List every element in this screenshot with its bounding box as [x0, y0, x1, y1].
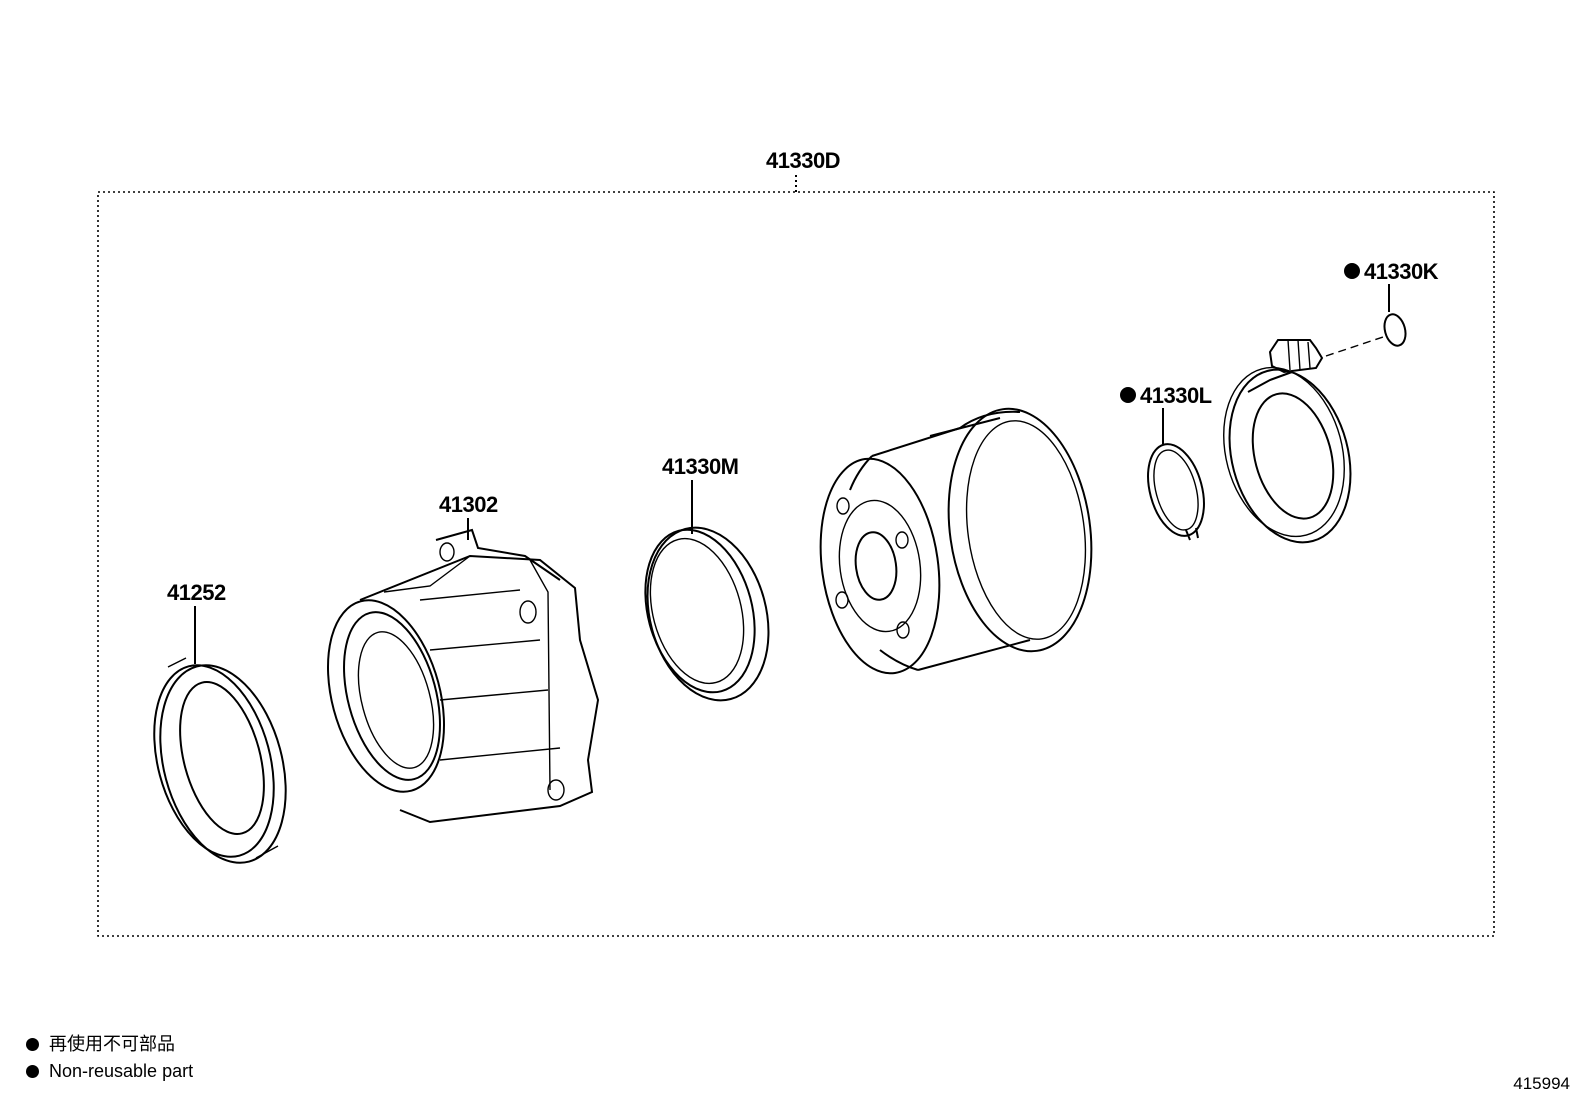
- legend-dot-icon: [26, 1038, 39, 1051]
- part-label-41330K: 41330K: [1364, 259, 1439, 284]
- part-label-41330M: 41330M: [662, 454, 739, 479]
- assembly-boundary-box: [97, 191, 1495, 937]
- legend-japanese-text: 再使用不可部品: [49, 1034, 175, 1054]
- non-reusable-dot-41330K: [1344, 263, 1360, 279]
- ring-with-fitting: [1223, 335, 1387, 544]
- part-41302-housing: 41302: [326, 492, 600, 824]
- drum-component: [819, 407, 1093, 675]
- part-label-41302: 41302: [439, 492, 498, 517]
- illustration-reference-code: 415994: [1513, 1074, 1570, 1093]
- part-41252-seal: 41252: [153, 580, 287, 864]
- legend-non-reusable-english: Non-reusable part: [26, 1061, 193, 1081]
- part-label-41330L: 41330L: [1140, 383, 1212, 408]
- part-label-41252: 41252: [167, 580, 226, 605]
- legend-non-reusable-japanese: 再使用不可部品: [26, 1034, 175, 1054]
- non-reusable-dot-41330L: [1120, 387, 1136, 403]
- part-41330M-ring: 41330M: [644, 454, 770, 702]
- part-41330K-o-ring: 41330K: [1344, 259, 1439, 347]
- legend-dot-icon: [26, 1065, 39, 1078]
- part-41330L-snap-ring: 41330L: [1120, 383, 1212, 541]
- legend-english-text: Non-reusable part: [49, 1061, 194, 1081]
- assembly-label: 41330D: [766, 148, 840, 173]
